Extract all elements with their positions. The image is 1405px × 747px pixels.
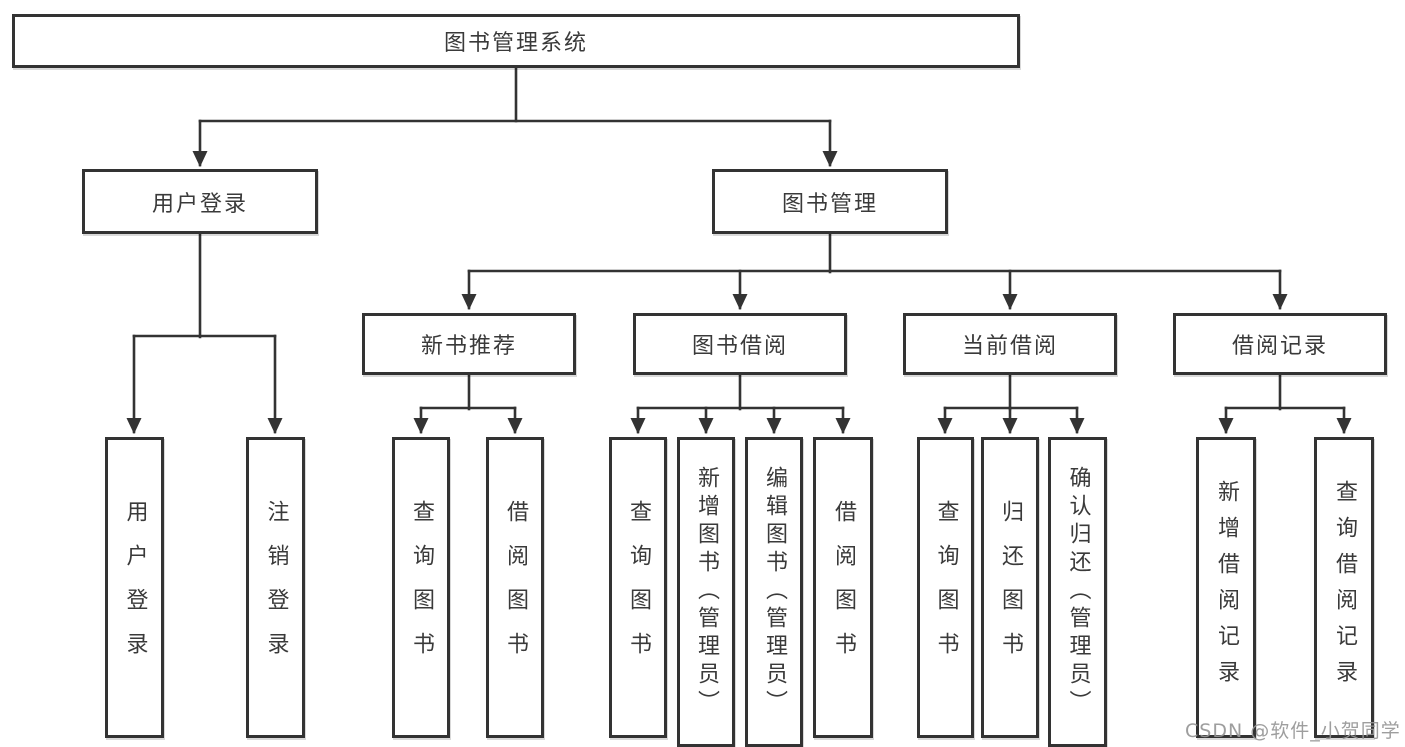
node-book-borrowing: 图书借阅 <box>633 313 847 375</box>
leaf-return-book-label: 归还图书 <box>998 499 1023 676</box>
leaf-user-login-label: 用户登录 <box>122 499 148 676</box>
node-book-management: 图书管理 <box>712 169 948 234</box>
leaf-return-book: 归还图书 <box>981 437 1039 738</box>
leaf-add-book-admin-label: 新增图书（管理员） <box>694 466 719 718</box>
node-book-borrowing-label: 图书借阅 <box>691 334 788 359</box>
node-current-borrowing: 当前借阅 <box>903 313 1117 375</box>
leaf-query-books-borrowing-label: 查询图书 <box>626 499 651 676</box>
leaf-user-login: 用户登录 <box>105 437 164 738</box>
leaf-query-borrow-record: 查询借阅记录 <box>1314 437 1374 738</box>
leaf-add-borrow-record: 新增借阅记录 <box>1196 437 1256 738</box>
leaf-borrow-books-borrowing: 借阅图书 <box>813 437 873 738</box>
leaf-borrow-books-borrowing-label: 借阅图书 <box>831 499 856 676</box>
leaf-query-books-current-label: 查询图书 <box>933 499 959 676</box>
leaf-edit-book-admin-label: 编辑图书（管理员） <box>762 466 787 718</box>
csdn-watermark: CSDN @软件_小贺同学 <box>1185 720 1401 742</box>
node-library-system-label: 图书管理系统 <box>443 31 588 56</box>
leaf-logout-label: 注销登录 <box>263 499 289 676</box>
leaf-query-borrow-record-label: 查询借阅记录 <box>1332 479 1357 696</box>
node-borrow-records: 借阅记录 <box>1173 313 1387 375</box>
node-new-book-recommend-label: 新书推荐 <box>420 334 517 359</box>
leaf-add-borrow-record-label: 新增借阅记录 <box>1214 479 1239 696</box>
leaf-borrow-books-recommend-label: 借阅图书 <box>503 499 528 676</box>
node-user-login: 用户登录 <box>82 169 318 234</box>
leaf-logout: 注销登录 <box>246 437 305 738</box>
leaf-query-books-borrowing: 查询图书 <box>609 437 667 738</box>
leaf-add-book-admin: 新增图书（管理员） <box>677 437 735 747</box>
node-new-book-recommend: 新书推荐 <box>362 313 576 375</box>
leaf-confirm-return-admin: 确认归还（管理员） <box>1048 437 1107 747</box>
node-book-management-label: 图书管理 <box>781 191 878 217</box>
leaf-query-books-current: 查询图书 <box>917 437 974 738</box>
node-user-login-label: 用户登录 <box>151 191 248 217</box>
node-borrow-records-label: 借阅记录 <box>1231 334 1328 359</box>
leaf-confirm-return-admin-label: 确认归还（管理员） <box>1065 466 1091 718</box>
node-current-borrowing-label: 当前借阅 <box>961 334 1058 359</box>
node-library-system: 图书管理系统 <box>12 14 1020 68</box>
leaf-borrow-books-recommend: 借阅图书 <box>486 437 544 738</box>
leaf-query-books-recommend: 查询图书 <box>392 437 450 738</box>
leaf-edit-book-admin: 编辑图书（管理员） <box>745 437 803 747</box>
leaf-query-books-recommend-label: 查询图书 <box>409 499 434 676</box>
